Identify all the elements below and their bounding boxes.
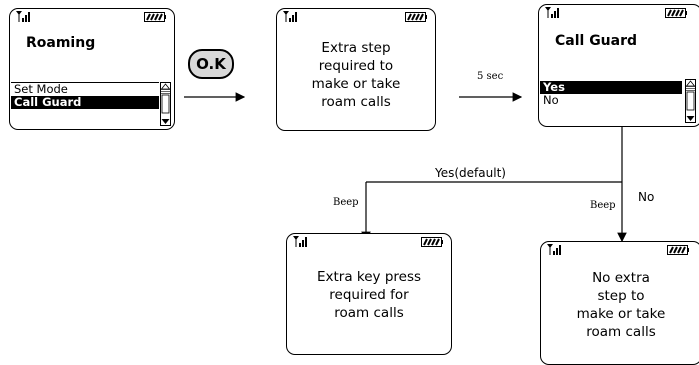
- option-yes: Yes: [540, 81, 682, 94]
- status-bar: [541, 242, 699, 258]
- signal-icon: [16, 11, 30, 22]
- battery-icon: [421, 237, 443, 247]
- status-bar: [287, 234, 451, 250]
- scrollbar: [160, 82, 171, 126]
- message-line: required for: [329, 287, 409, 303]
- phone-screen-call-guard: Call Guard Yes No: [538, 4, 699, 127]
- message-line: Extra key press: [316, 269, 422, 285]
- signal-icon: [547, 244, 561, 255]
- phone-screen-roaming: Roaming Set Mode Call Guard: [9, 8, 175, 130]
- battery-icon: [665, 8, 687, 18]
- status-bar: [10, 9, 174, 25]
- message-line: required to: [318, 58, 394, 74]
- signal-icon: [293, 236, 307, 247]
- label-beep-left: Beep: [333, 197, 359, 208]
- screen-title: Call Guard: [555, 33, 638, 49]
- message-line: roam calls: [586, 324, 656, 340]
- status-bar: [539, 5, 699, 21]
- phone-screen-no-extra-step: No extra step to make or take roam calls: [540, 241, 699, 365]
- message-line: step to: [597, 288, 645, 304]
- phone-screen-extra-key-press: Extra key press required for roam calls: [286, 233, 452, 355]
- label-yes-default: Yes(default): [435, 166, 506, 180]
- screen-title: Roaming: [26, 35, 96, 51]
- menu-item-call-guard: Call Guard: [11, 96, 159, 109]
- battery-icon: [144, 12, 166, 22]
- message-text: No extra step to make or take roam calls: [541, 269, 699, 341]
- message-text: Extra step required to make or take roam…: [277, 39, 435, 111]
- battery-icon: [405, 12, 427, 22]
- scroll-arrows-icon: [685, 80, 696, 121]
- menu-item-set-mode: Set Mode: [14, 82, 68, 96]
- menu-list: Set Mode Call Guard: [11, 82, 159, 109]
- option-no: No: [543, 93, 559, 107]
- status-bar: [277, 9, 435, 25]
- phone-screen-extra-step: Extra step required to make or take roam…: [276, 8, 436, 131]
- message-line: make or take: [311, 76, 401, 92]
- label-5-sec: 5 sec: [477, 71, 504, 82]
- signal-icon: [545, 7, 559, 18]
- label-beep-right: Beep: [590, 200, 616, 211]
- signal-icon: [283, 11, 297, 22]
- message-text: Extra key press required for roam calls: [287, 268, 451, 322]
- message-line: roam calls: [321, 94, 391, 110]
- ok-button[interactable]: O.K: [188, 49, 234, 79]
- message-line: No extra: [592, 270, 650, 286]
- label-no: No: [638, 190, 655, 204]
- scrollbar: [685, 79, 696, 123]
- option-list: Yes No: [540, 81, 682, 107]
- battery-icon: [667, 245, 689, 255]
- scroll-arrows-icon: [160, 83, 171, 124]
- message-line: make or take: [576, 306, 666, 322]
- message-line: roam calls: [334, 305, 404, 321]
- message-line: Extra step: [321, 40, 391, 56]
